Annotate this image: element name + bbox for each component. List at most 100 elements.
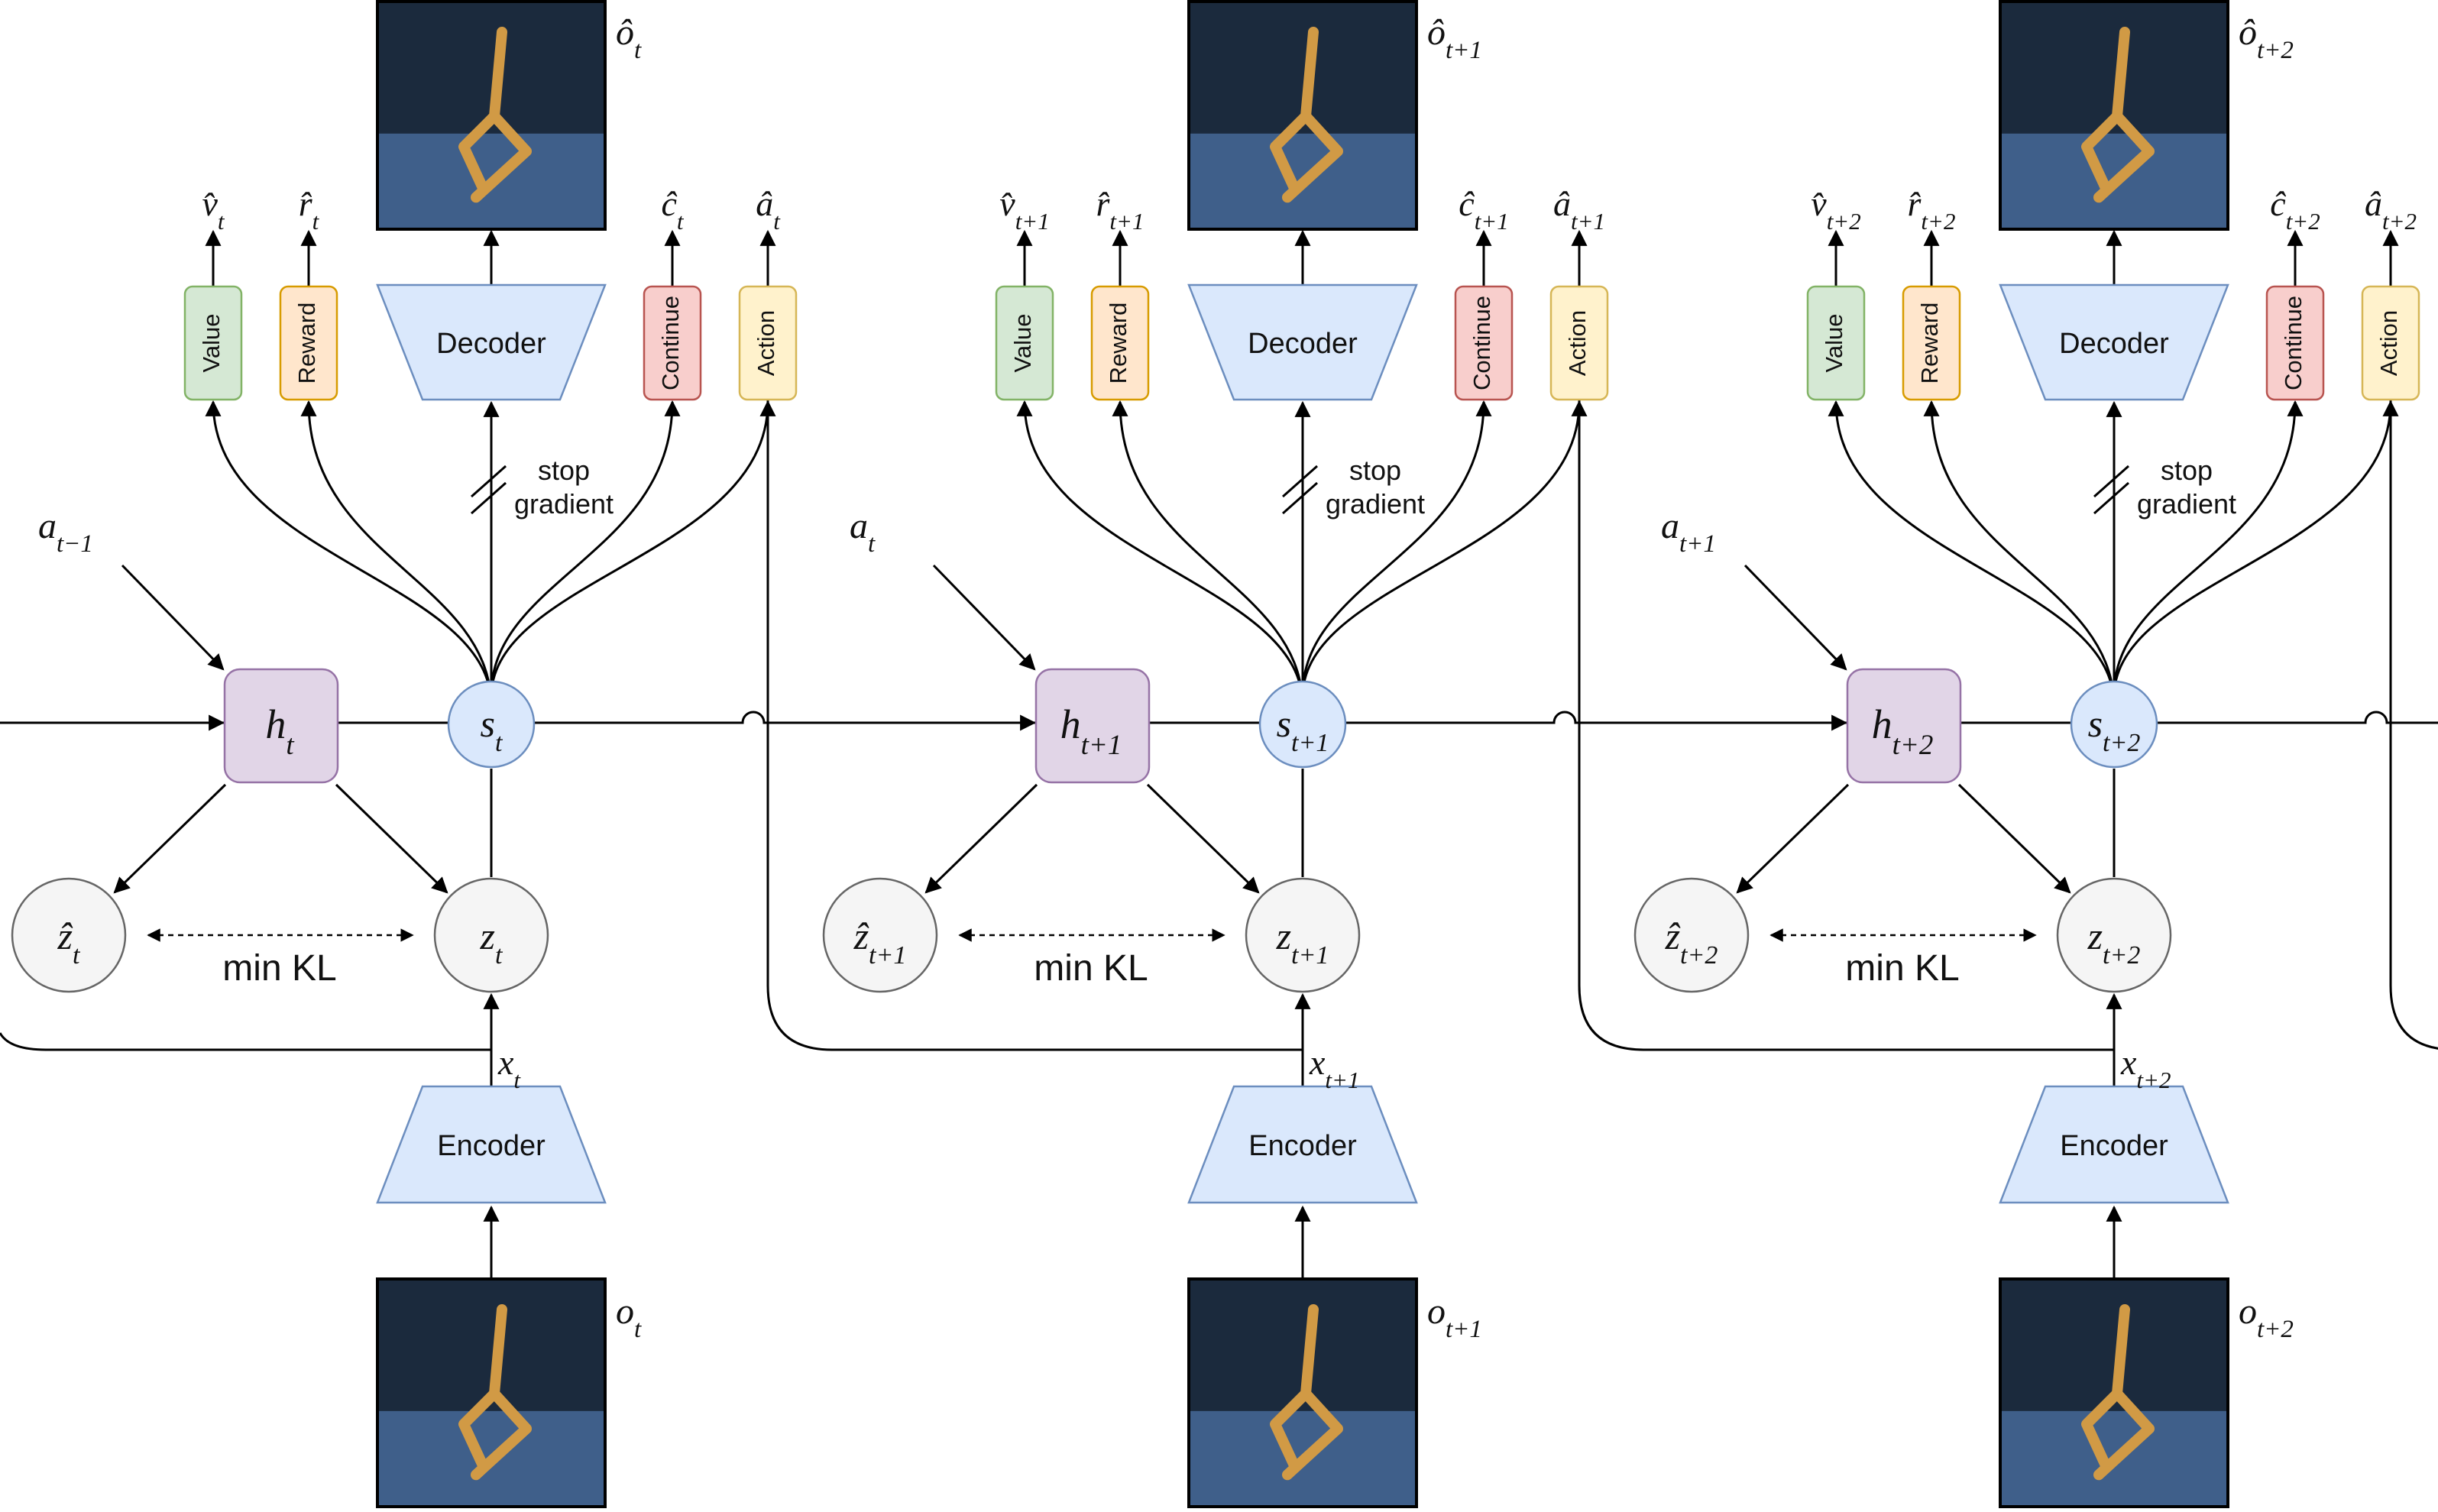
stop-mark-b-2 (2093, 481, 2129, 515)
z-hat-label-0-symbol: ẑ (57, 915, 73, 957)
prior-arrow-2 (1736, 783, 1850, 894)
action-input-label-0-subscript: t−1 (57, 530, 93, 558)
x-label-0-subscript: t (513, 1067, 521, 1093)
encoder-label-0: Encoder (437, 1130, 546, 1162)
reward-output-label-2-symbol: r̂ (1908, 184, 1922, 223)
value-output-label-1-subscript: t+1 (1015, 208, 1050, 235)
state-to-action-1 (1301, 400, 1588, 702)
action-feedback-1 (1578, 400, 2114, 1051)
stop-label-1: stop (1349, 455, 1401, 486)
action-head-0-label: Action (753, 310, 779, 376)
state-to-reward-0 (300, 400, 493, 702)
x-label-2-symbol: x (2120, 1043, 2137, 1082)
continue-output-label-0-subscript: t (677, 208, 685, 235)
reward-output-label-0-subscript: t (312, 208, 320, 235)
value-output-label-1: v̂t+1 (999, 184, 1049, 235)
reward-output-label-1: r̂t+1 (1096, 184, 1145, 235)
z-label-0-subscript: t (495, 941, 503, 970)
reward-head-1: Reward (1090, 285, 1150, 401)
decoder-0 (376, 283, 607, 401)
h-label-2-subscript: t+2 (1892, 730, 1934, 761)
observation-image-0-border (376, 1277, 607, 1508)
reward-output-label-1-symbol: r̂ (1096, 184, 1111, 223)
min-kl-label-0: min KL (222, 948, 336, 989)
state-to-action-0 (490, 400, 776, 702)
value-output-label-2-subscript: t+2 (1827, 208, 1861, 235)
gradient-label-2: gradient (2137, 488, 2236, 520)
encoder-0 (376, 1085, 607, 1204)
action-in-arrow-0 (121, 564, 225, 671)
x-label-1: xt+1 (1309, 1043, 1359, 1093)
state-to-action-2 (2113, 400, 2399, 702)
value-head-0-box (183, 285, 243, 401)
posterior-arrow-2 (1957, 783, 2071, 894)
decoder-1 (1187, 283, 1418, 401)
reconstruction-image-0-walker (458, 27, 532, 203)
stop-mark-a-0 (471, 465, 507, 498)
value-output-label-0-subscript: t (218, 208, 225, 235)
reconstruction-label-1-symbol: ô (1427, 12, 1446, 53)
s-label-1-subscript: t+1 (1291, 729, 1329, 757)
value-head-0-label: Value (198, 314, 225, 373)
continue-head-2: Continue (2265, 285, 2325, 401)
z-label-0-symbol: z (480, 915, 495, 957)
action-input-label-2: at+1 (1661, 506, 1716, 558)
observation-image-1-border (1187, 1277, 1418, 1508)
value-head-1-label: Value (1009, 314, 1036, 373)
h-label-1-symbol: h (1060, 701, 1081, 747)
reward-head-0-label: Reward (293, 303, 320, 384)
x-label-0-symbol: x (497, 1043, 514, 1082)
reconstruction-image-0 (376, 0, 607, 231)
z-label-2: zt+2 (2087, 915, 2141, 970)
value-output-label-2-symbol: v̂ (1811, 184, 1827, 223)
deterministic-state-1 (1034, 668, 1151, 784)
h-label-1: ht+1 (1060, 701, 1122, 761)
state-to-value-0 (205, 400, 493, 702)
value-head-2-label: Value (1821, 314, 1847, 373)
decoder-2 (1999, 283, 2229, 401)
state-to-reward-2 (1923, 400, 2116, 702)
action-input-label-1-symbol: a (850, 506, 868, 546)
action-output-label-1-symbol: â (1553, 184, 1571, 223)
decoder-label-1: Decoder (1248, 328, 1358, 360)
stop-mark-b-0 (471, 481, 507, 515)
x-label-2: xt+2 (2120, 1043, 2171, 1093)
decoder-label-2: Decoder (2059, 328, 2169, 360)
continue-head-2-label: Continue (2280, 296, 2307, 390)
continue-output-label-0-symbol: ĉ (661, 184, 677, 223)
action-output-label-0-subscript: t (773, 208, 781, 235)
observation-label-0: ot (616, 1291, 642, 1343)
encoder-2 (1999, 1085, 2229, 1204)
posterior-arrow-1 (1146, 783, 1260, 894)
action-output-label-1: ât+1 (1553, 184, 1605, 235)
deterministic-state-0 (223, 668, 339, 784)
reward-head-1-box (1090, 285, 1150, 401)
value-head-2-box (1806, 285, 1866, 401)
observation-label-2: ot+2 (2239, 1291, 2294, 1343)
continue-head-0: Continue (643, 285, 702, 401)
action-feedback-in (0, 1032, 491, 1051)
continue-head-0-label: Continue (657, 296, 684, 390)
action-feedback-0 (766, 400, 1303, 1051)
continue-head-1-label: Continue (1468, 296, 1495, 390)
z-label-1-subscript: t+1 (1291, 941, 1329, 970)
reconstruction-label-2-subscript: t+2 (2257, 37, 2294, 64)
reward-output-label-0: r̂t (299, 184, 320, 235)
gradient-label-0: gradient (514, 488, 614, 520)
z-hat-label-2-subscript: t+2 (1680, 941, 1718, 970)
action-in-arrow-1 (932, 564, 1036, 671)
continue-head-1: Continue (1454, 285, 1514, 401)
observation-image-2-walker (2081, 1304, 2155, 1481)
reconstruction-label-2-symbol: ô (2239, 12, 2257, 53)
continue-head-1-box (1454, 285, 1514, 401)
min-kl-label-2: min KL (1845, 948, 1959, 989)
action-input-label-0-symbol: a (38, 506, 57, 546)
posterior-latent-2 (2056, 877, 2172, 993)
continue-output-label-2: ĉt+2 (2270, 184, 2320, 235)
action-head-0-box (738, 285, 798, 401)
observation-label-2-symbol: o (2239, 1291, 2257, 1332)
state-to-continue-0 (490, 400, 681, 702)
